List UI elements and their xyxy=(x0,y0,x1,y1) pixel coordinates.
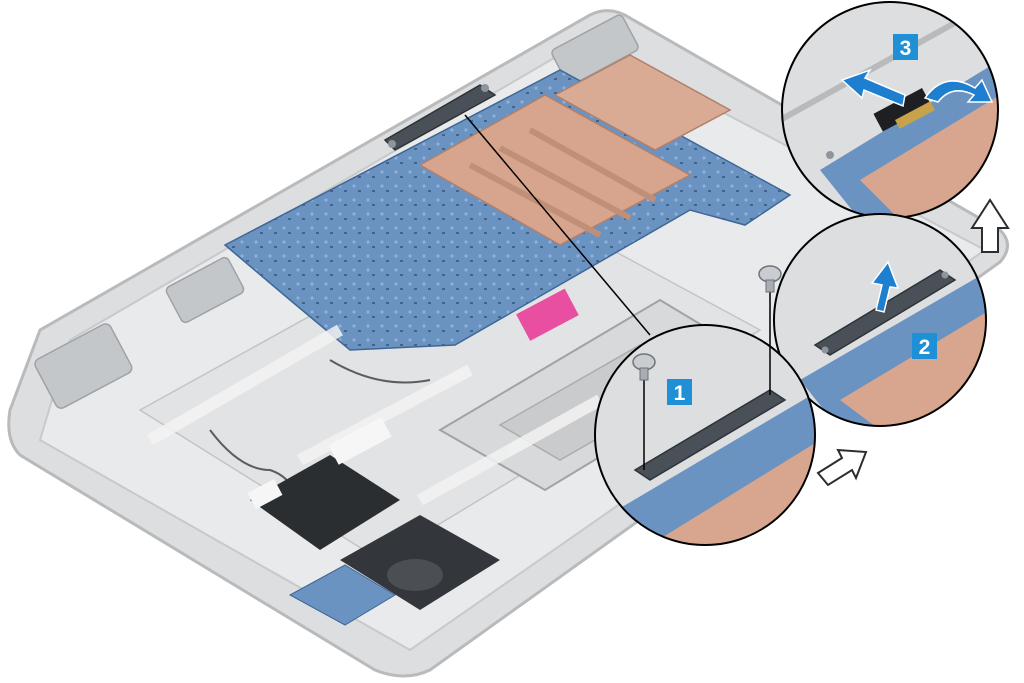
label-sticker xyxy=(328,417,392,465)
flex-cables xyxy=(146,324,603,506)
step-3-lift-arrow xyxy=(923,78,994,103)
left-hinge xyxy=(34,256,245,409)
step-number-3: 3 xyxy=(900,37,912,60)
step-badge-3: 3 xyxy=(893,34,918,60)
step-badge-1: 1 xyxy=(667,379,692,405)
callout-2-border xyxy=(773,213,987,427)
screw-hole xyxy=(481,84,489,92)
screw-2 xyxy=(758,265,782,293)
callout-step-2 xyxy=(773,213,987,427)
speaker-grille xyxy=(387,559,443,591)
step-2-lift-arrow xyxy=(870,260,900,313)
shield-ribs xyxy=(468,127,657,238)
top-hinge xyxy=(551,14,639,86)
heat-shield-memory xyxy=(553,54,732,151)
callout-leader-line xyxy=(464,114,651,336)
heat-shield-cpu xyxy=(418,94,692,246)
io-board xyxy=(288,564,396,626)
bracket-in-place xyxy=(633,389,787,481)
screw-1 xyxy=(632,353,656,381)
screw-hole xyxy=(388,140,396,148)
step-badge-2: 2 xyxy=(912,333,937,359)
flow-arrow-1-to-2 xyxy=(816,448,868,487)
callout-step-1 xyxy=(594,324,816,546)
speaker xyxy=(250,455,400,550)
step-number-2: 2 xyxy=(919,336,931,359)
flow-arrow-2-to-3 xyxy=(970,198,1010,253)
callout-1-border xyxy=(594,324,816,546)
cable-connector xyxy=(873,88,932,132)
label-sticker-small xyxy=(247,479,283,509)
step-3-pull-arrow xyxy=(840,68,906,108)
screws xyxy=(632,265,782,470)
pink-sticker xyxy=(516,288,579,341)
callout-step-3 xyxy=(781,1,999,219)
step-number-1: 1 xyxy=(674,382,686,405)
